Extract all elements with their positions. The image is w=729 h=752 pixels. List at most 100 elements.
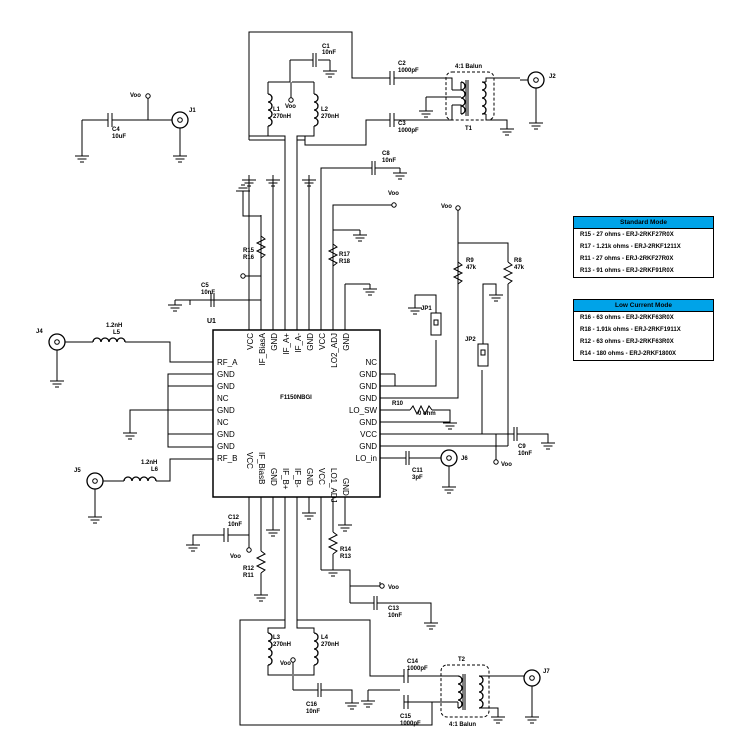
jp2-ref: JP2 (465, 337, 476, 343)
c16-val: 10nF (306, 709, 320, 715)
pin-label: LO1_ADJ (329, 468, 338, 503)
l4-ref: L4 (321, 635, 329, 641)
t1-val: 4:1 Balun (455, 64, 482, 70)
voo-label: Voo (441, 204, 452, 210)
pin-label: GND (217, 442, 235, 451)
pin-label: GND (359, 370, 377, 379)
pins-bottom: VCC IF_BiasB GND IF_B+ IF_B- GND VCC LO1… (245, 452, 350, 503)
pin-label: GND (217, 382, 235, 391)
pin-label: IF_A- (294, 333, 303, 353)
low-current-mode-row: R16 - 63 ohms - ERJ-2RKF63R0X (580, 315, 674, 321)
chip-part: F1150NBGI (280, 395, 312, 401)
pin-label: VCC (246, 333, 255, 350)
pin-label: NC (217, 418, 229, 427)
t1-ref: T1 (465, 126, 473, 132)
pins-top: VCC IF_BiasA GND IF_A+ IF_A- GND VCC LO2… (246, 332, 351, 367)
c8-val: 10nF (382, 158, 396, 164)
r17-ref: R17 (339, 252, 351, 258)
chip-body (212, 329, 381, 498)
pin-label: GND (306, 333, 315, 351)
r8-val: 47k (514, 265, 525, 271)
r11-ref: R11 (243, 573, 254, 579)
pin-label: VCC (360, 430, 377, 439)
j4-ref: J4 (36, 329, 43, 335)
voo-label: Voo (388, 191, 399, 197)
l1-val: 270nH (273, 114, 291, 120)
pin-label: VCC (317, 468, 326, 485)
r8-ref: R8 (514, 258, 522, 264)
r18-ref: R18 (339, 259, 351, 265)
t2-ref: T2 (458, 657, 466, 663)
pin-label: IF_B+ (281, 468, 290, 490)
pin-label: GND (270, 333, 279, 351)
pins-left: RF_A GND GND NC GND NC GND GND RF_B (217, 358, 238, 463)
r9-val: 47k (466, 265, 477, 271)
c4-val: 10uF (112, 134, 126, 140)
pin-label: IF_B- (293, 468, 302, 488)
pin-label: GND (359, 418, 377, 427)
r13-ref: R13 (340, 554, 352, 560)
t1-outline (445, 71, 495, 121)
c4-ref: C4 (112, 127, 120, 133)
j5-ref: J5 (74, 468, 81, 474)
l3-val: 270nH (273, 642, 291, 648)
pin-label: GND (305, 468, 314, 486)
standard-mode-title: Standard Mode (574, 217, 713, 229)
l2-ref: L2 (321, 107, 329, 113)
pin-label: GND (341, 478, 350, 496)
l6-val: 1.2nH (141, 460, 157, 466)
c14-val: 1000pF (407, 666, 428, 672)
pin-label: GND (217, 370, 235, 379)
voo-label: Voo (230, 554, 241, 560)
c5-ref: C5 (201, 283, 209, 289)
bottom-if-network: Voo C12 10nF R12 R11 R14 R13 Voo C13 10n… (185, 497, 550, 728)
low-current-mode-row: R18 - 1.91k ohms - ERJ-2RKF1911X (580, 327, 681, 333)
pin-label: GND (342, 333, 351, 351)
voo-label: Voo (501, 462, 512, 468)
pin-label: VCC (245, 452, 254, 469)
lo-network: JP1 JP2 R9 47k R8 47k Voo R10 0 ohm Voo … (380, 204, 556, 494)
l6-ref: L6 (151, 467, 159, 473)
pin-label: GND (217, 406, 235, 415)
c14-ref: C14 (407, 659, 419, 665)
c13-ref: C13 (388, 606, 400, 612)
j6-ref: J6 (461, 456, 468, 462)
standard-mode-row: R15 - 27 ohms - ERJ-2RKF27R0X (580, 232, 674, 238)
c1-val: 10nF (322, 50, 336, 56)
l2-val: 270nH (321, 114, 339, 120)
r10-val: 0 ohm (418, 411, 436, 417)
low-current-mode-title: Low Current Mode (574, 300, 713, 312)
l3-ref: L3 (273, 635, 281, 641)
r15-ref: R15 (243, 248, 255, 254)
pin-label: IF_BiasA (258, 332, 267, 365)
pin-label: NC (365, 358, 377, 367)
t2-outline (440, 664, 490, 718)
voo-label: Voo (130, 93, 141, 99)
j7-ref: J7 (543, 669, 550, 675)
c15-ref: C15 (400, 714, 412, 720)
chip-ref: U1 (207, 318, 216, 325)
c5-val: 10nF (201, 290, 215, 296)
c16-ref: C16 (306, 702, 318, 708)
c2-val: 1000pF (398, 68, 419, 74)
pins-right: NC GND GND GND LO_SW GND VCC GND LO_in (349, 358, 377, 463)
pin-label: GND (359, 394, 377, 403)
low-current-mode-row: R12 - 63 ohms - ERJ-2RKF63R0X (580, 339, 674, 345)
c11-ref: C11 (412, 468, 423, 474)
standard-mode-row: R11 - 27 ohms - ERJ-2RKF27R0X (580, 256, 674, 262)
c3-val: 1000pF (398, 128, 419, 134)
pin-label: GND (359, 382, 377, 391)
r16-ref: R16 (243, 255, 255, 261)
c1-ref: C1 (322, 44, 330, 50)
pin-label: RF_A (217, 358, 238, 367)
jp1-ref: JP1 (421, 306, 432, 312)
c12-ref: C12 (228, 515, 240, 521)
r9-ref: R9 (466, 258, 474, 264)
rf-inputs: J4 1.2nH L5 J5 1.2nH L6 (36, 323, 213, 524)
pin-label: GND (269, 468, 278, 486)
j2-ref: J2 (549, 74, 556, 80)
pin-label: LO2_ADJ (330, 333, 339, 368)
l5-ref: L5 (113, 330, 121, 336)
t2-val: 4:1 Balun (449, 722, 476, 728)
